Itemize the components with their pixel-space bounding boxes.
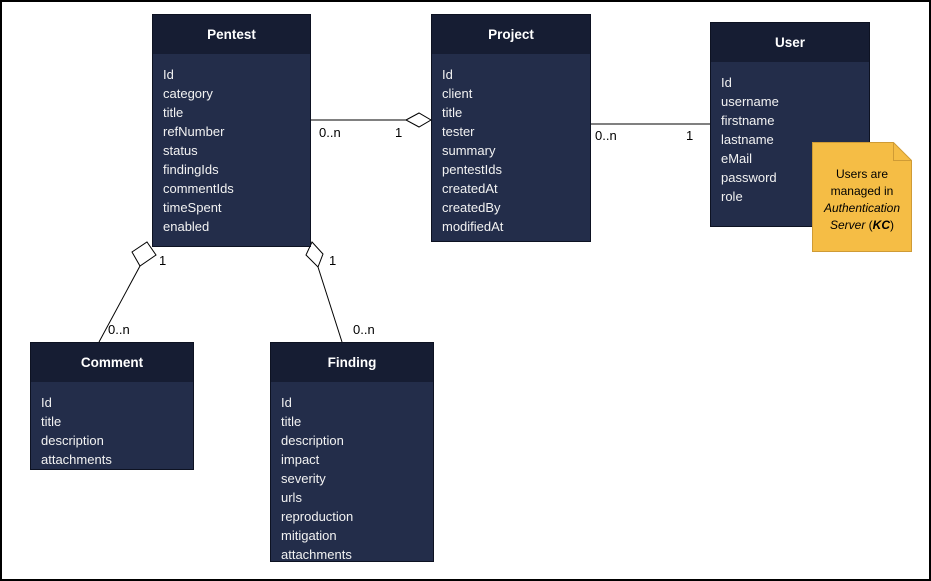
note-fold-icon [893, 142, 912, 161]
entity-field: enabled [163, 219, 210, 234]
note-text-plain: Users are managed in [830, 167, 894, 198]
entity-field: createdAt [442, 181, 498, 196]
entity-field: mitigation [281, 528, 337, 543]
multiplicity-project-user-target: 1 [686, 128, 694, 143]
entity-field: title [442, 105, 463, 120]
entity-field: Id [442, 67, 453, 82]
entity-field: modifiedAt [442, 219, 504, 234]
entity-user-fields: Id username firstname lastname eMail password… [711, 62, 869, 206]
entity-field: summary [442, 143, 496, 158]
entity-finding: Finding Id title description impact severity… [270, 342, 434, 562]
entity-field: Id [281, 395, 292, 410]
entity-field: attachments [41, 452, 112, 467]
note-shape [812, 142, 912, 252]
entity-field: impact [281, 452, 320, 467]
entity-pentest-fields: Id category title refNumber status findingIds… [153, 54, 310, 236]
entity-field: Id [163, 67, 174, 82]
note-paren-open: ( [865, 218, 873, 232]
entity-field: Id [41, 395, 52, 410]
entity-comment-title: Comment [31, 343, 193, 382]
entity-field: title [163, 105, 184, 120]
aggregation-diamond-icon [404, 112, 432, 128]
entity-user-title: User [711, 23, 869, 62]
entity-finding-title: Finding [271, 343, 433, 382]
entity-field: urls [281, 490, 302, 505]
entity-field: category [163, 86, 213, 101]
note-kc: KC [872, 218, 891, 232]
entity-field: status [163, 143, 198, 158]
entity-field: tester [442, 124, 475, 139]
entity-field: findingIds [163, 162, 219, 177]
multiplicity-pentest-finding-target: 0..n [353, 322, 375, 337]
entity-field: client [442, 86, 473, 101]
multiplicity-pentest-project-source: 0..n [319, 125, 341, 140]
entity-pentest: Pentest Id category title refNumber status fi… [152, 14, 311, 247]
note-users-managed: Users are managed in Authentication Serv… [812, 142, 912, 252]
entity-field: description [41, 433, 104, 448]
entity-field: title [281, 414, 302, 429]
entity-field: lastname [721, 132, 774, 147]
multiplicity-project-user-source: 0..n [595, 128, 617, 143]
entity-project-title: Project [432, 15, 590, 54]
multiplicity-pentest-comment-source: 1 [159, 253, 167, 268]
entity-field: severity [281, 471, 326, 486]
entity-field: eMail [721, 151, 753, 166]
entity-field: timeSpent [163, 200, 222, 215]
entity-field: reproduction [281, 509, 354, 524]
multiplicity-pentest-finding-source: 1 [329, 253, 337, 268]
entity-field: firstname [721, 113, 775, 128]
entity-field: username [721, 94, 779, 109]
entity-comment-fields: Id title description attachments [31, 382, 193, 469]
multiplicity-pentest-comment-target: 0..n [108, 322, 130, 337]
entity-field: pentestIds [442, 162, 502, 177]
entity-field: refNumber [163, 124, 225, 139]
multiplicity-pentest-project-target: 1 [395, 125, 403, 140]
entity-field: password [721, 170, 777, 185]
entity-finding-fields: Id title description impact severity urls repr… [271, 382, 433, 564]
entity-field: description [281, 433, 344, 448]
entity-field: role [721, 189, 743, 204]
note-text: Users are managed in Authentication Serv… [812, 166, 912, 234]
note-text-italic: Authentication Server [823, 201, 901, 232]
entity-comment: Comment Id title description attachments [30, 342, 194, 470]
entity-field: commentIds [163, 181, 234, 196]
entity-field: attachments [281, 547, 352, 562]
entity-field: title [41, 414, 62, 429]
entity-project-fields: Id client title tester summary pentestIds crea… [432, 54, 590, 236]
entity-project: Project Id client title tester summary pentes… [431, 14, 591, 242]
entity-field: createdBy [442, 200, 501, 215]
entity-field: Id [721, 75, 732, 90]
entity-pentest-title: Pentest [153, 15, 310, 54]
connector-pentest-finding [305, 241, 343, 343]
connector-pentest-comment [98, 241, 157, 343]
note-paren-close: ) [890, 218, 895, 232]
